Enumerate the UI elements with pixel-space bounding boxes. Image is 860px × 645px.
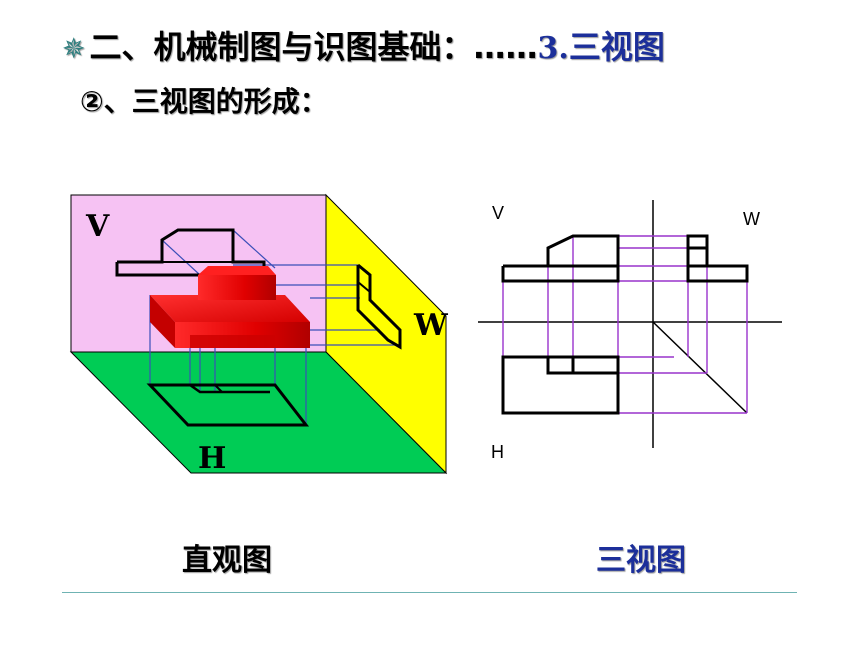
pictorial-label-h: H [198, 441, 226, 476]
top-view [501, 355, 620, 415]
subtitle: ②、三视图的形成： [80, 85, 328, 118]
front-view [501, 234, 620, 283]
pictorial-label-v: V [85, 209, 110, 244]
page-title: ✵二、机械制图与识图基础：……3.三视图 [62, 22, 665, 68]
red-object [150, 266, 310, 348]
v-projection-outline [115, 228, 266, 277]
axis-diagonal [652, 321, 748, 414]
three-view-diagram: V W H [478, 200, 782, 462]
title-main: 二、机械制图与识图基础：…… [89, 28, 538, 66]
w-projection-outline [356, 263, 402, 350]
caption-pictorial: 直观图 [182, 543, 272, 578]
three-view-projection-lines [502, 235, 748, 414]
h-projection-outline [146, 383, 310, 427]
title-section-number: 3. [537, 31, 569, 66]
bullet-icon: ✵ [62, 32, 86, 65]
pictorial-label-w: W [413, 308, 449, 343]
pictorial-diagram: V W H [69, 193, 449, 476]
caption-three-view: 三视图 [596, 543, 686, 578]
three-view-label-w: W [743, 209, 760, 229]
title-section-name: 三视图 [568, 28, 665, 66]
three-view-label-h: H [491, 442, 504, 462]
bottom-divider [62, 592, 797, 593]
three-view-label-v: V [492, 203, 504, 223]
side-view [686, 234, 749, 283]
